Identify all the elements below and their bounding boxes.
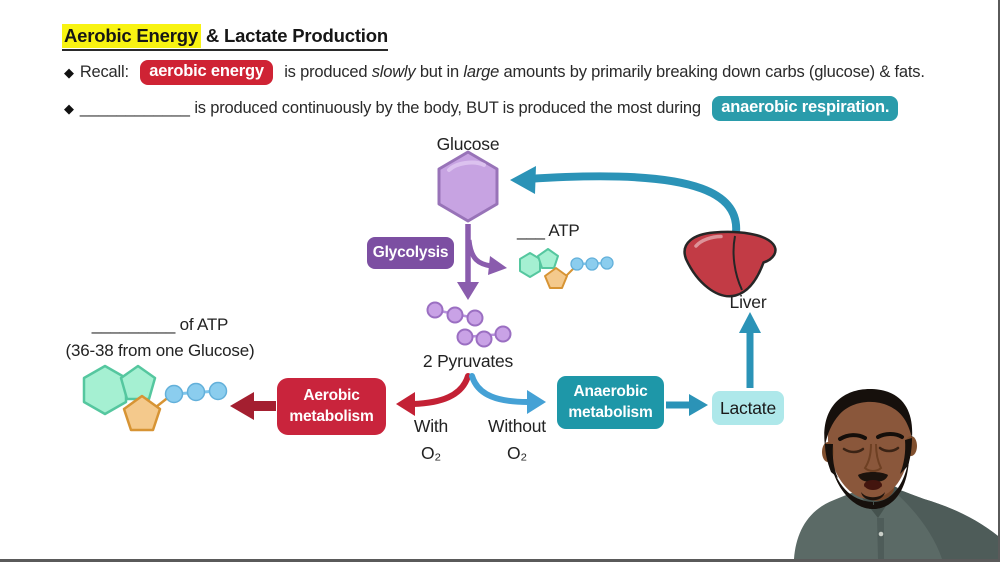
atp-branch-arrow: [466, 239, 507, 275]
aerobic-box-line2: metabolism: [289, 407, 374, 425]
glucose-label: Glucose: [436, 134, 500, 154]
lactate-to-liver-arrow: [739, 312, 761, 388]
with-o2-arrow: [396, 373, 471, 416]
glucose-hexagon-icon: [437, 150, 499, 223]
with-o2-line2: O₂: [420, 443, 441, 464]
aerobic-to-atp-arrow: [230, 392, 276, 420]
bullet-diamond-icon: ◆: [64, 64, 74, 80]
page-title: Aerobic Energy & Lactate Production: [62, 24, 388, 51]
bullet1-italic-slowly: slowly: [371, 63, 416, 81]
bullet-diamond-icon: ◆: [64, 100, 74, 116]
bullet-lactate: ◆ ____________ is produced continuously …: [64, 96, 899, 121]
without-o2-line2: O₂: [506, 443, 527, 464]
without-o2-line1: Without: [488, 416, 546, 436]
glycolysis-label: Glycolysis: [372, 243, 449, 261]
liver-label: Liver: [729, 292, 767, 312]
bullet2-seg1: is produced continuously by the body, BU…: [189, 99, 706, 117]
atp-yield-blank-label: _________ of ATP: [91, 315, 229, 334]
lactate-box: Lactate: [712, 391, 784, 425]
anaerobic-metabolism-box: Anaerobic metabolism: [557, 376, 664, 429]
atp-blank-label: ___ ATP: [517, 221, 580, 240]
pyruvates-icon: [426, 301, 512, 348]
bullet1-seg3: amounts by primarily breaking down carbs…: [499, 63, 925, 81]
atp-molecule-small-icon: [519, 248, 614, 289]
aerobic-energy-badge: aerobic energy: [140, 60, 273, 85]
liver-icon: [683, 230, 777, 298]
bullet1-seg2: but in: [415, 63, 464, 81]
title-highlighted-text: Aerobic Energy: [62, 24, 201, 48]
with-o2-line1: With: [413, 416, 449, 436]
anaerobic-respiration-badge: anaerobic respiration.: [712, 96, 899, 121]
glycolysis-badge: Glycolysis: [367, 237, 454, 269]
without-o2-label: Without O₂: [482, 413, 552, 467]
with-o2-label: With O₂: [402, 413, 460, 467]
anaerobic-box-line1: Anaerobic: [573, 383, 648, 401]
bullet1-italic-large: large: [463, 63, 500, 81]
bullet1-seg1: is produced: [279, 63, 372, 81]
anaerobic-box-line2: metabolism: [568, 403, 653, 421]
atp-yield-note-label: (36-38 from one Glucose): [65, 341, 255, 360]
glycolysis-down-arrow: [457, 224, 479, 300]
bullet1-prefix: Recall:: [79, 63, 134, 81]
lactate-label: Lactate: [719, 397, 776, 418]
aerobic-metabolism-box: Aerobic metabolism: [277, 378, 386, 435]
pyruvates-label: 2 Pyruvates: [422, 351, 514, 371]
aerobic-box-line1: Aerobic: [303, 387, 360, 405]
atp-molecule-large-icon: [82, 364, 228, 432]
liver-to-glucose-arrow: [510, 166, 741, 244]
bullet2-blank: ____________: [79, 99, 190, 117]
without-o2-arrow: [469, 373, 546, 414]
presenter-video: [794, 388, 998, 559]
title-rest-text: & Lactate Production: [200, 25, 388, 46]
bullet-recall: ◆ Recall: aerobic energy is produced slo…: [64, 60, 925, 85]
anaerobic-to-lactate-arrow: [666, 394, 708, 416]
presenter-figure: [794, 388, 998, 559]
